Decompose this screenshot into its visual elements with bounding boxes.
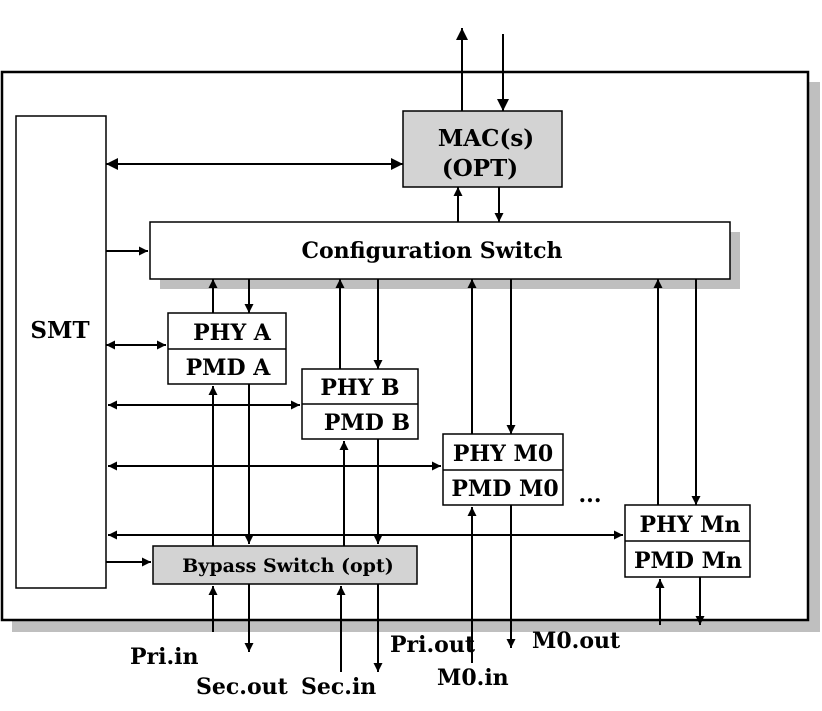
m0-in-label: M0.in — [437, 665, 509, 691]
smt-label: SMT — [30, 317, 89, 344]
smt-box: SMT — [15, 115, 107, 589]
phy-pmd-mn: PHY Mn PMD Mn — [624, 504, 751, 578]
pmd-b-label: PMD B — [324, 410, 410, 436]
phy-mn-label: PHY Mn — [639, 512, 740, 538]
sec-in-label: Sec.in — [301, 674, 376, 700]
m0-out-label: M0.out — [532, 628, 621, 654]
pmd-mn-label: PMD Mn — [634, 548, 742, 574]
configuration-switch-label: Configuration Switch — [302, 238, 563, 264]
bypass-switch-label: Bypass Switch (opt) — [182, 555, 394, 577]
ellipsis: ... — [579, 482, 602, 508]
mac-label: MAC(s) — [438, 125, 534, 152]
pmd-m0-label: PMD M0 — [451, 476, 558, 502]
bypass-switch: Bypass Switch (opt) — [152, 545, 418, 585]
phy-pmd-m0: PHY M0 PMD M0 — [442, 433, 564, 506]
phy-a-label: PHY A — [193, 320, 272, 346]
pmd-a-label: PMD A — [186, 355, 272, 381]
sec-out-label: Sec.out — [196, 674, 289, 700]
configuration-switch: Configuration Switch — [149, 221, 740, 289]
phy-m0-label: PHY M0 — [453, 441, 553, 467]
pri-out-label: Pri.out — [390, 632, 476, 658]
phy-pmd-b: PHY B PMD B — [301, 368, 419, 440]
phy-pmd-a: PHY A PMD A — [167, 312, 287, 385]
mac-opt-label: (OPT) — [442, 155, 518, 182]
pri-in-label: Pri.in — [130, 644, 199, 670]
mac-box: MAC(s) (OPT) — [402, 110, 563, 188]
phy-b-label: PHY B — [320, 375, 399, 401]
